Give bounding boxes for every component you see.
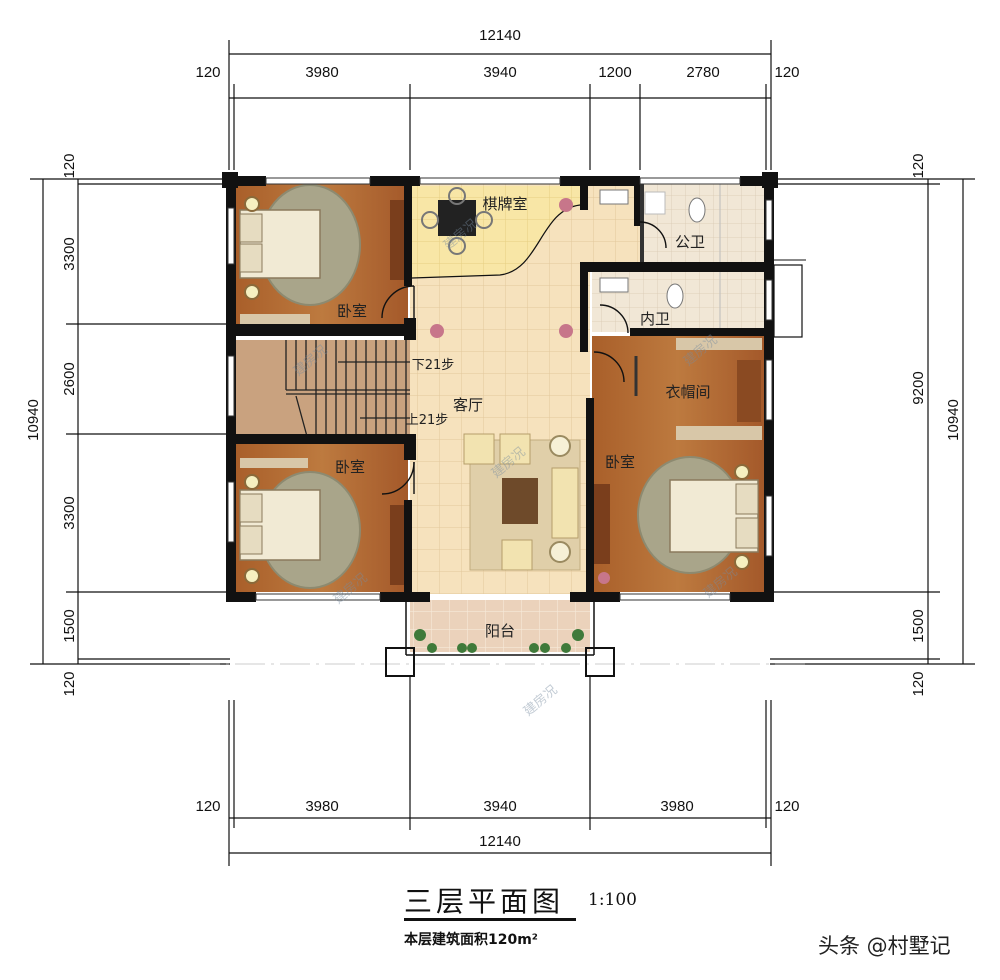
svg-text:3940: 3940 [483, 64, 516, 81]
svg-text:棋牌室: 棋牌室 [482, 195, 527, 213]
svg-text:1500: 1500 [910, 609, 927, 642]
drawing-scale: 1:100 [588, 890, 637, 910]
svg-text:10940: 10940 [945, 399, 962, 441]
svg-text:120: 120 [910, 153, 927, 178]
svg-text:2780: 2780 [686, 64, 719, 81]
title-underline [404, 918, 576, 921]
svg-text:内卫: 内卫 [640, 310, 670, 328]
svg-text:卧室: 卧室 [605, 453, 635, 471]
svg-text:衣帽间: 衣帽间 [665, 383, 710, 401]
floor-area-note: 本层建筑面积120m² [404, 932, 538, 948]
windows [227, 177, 773, 601]
svg-text:120: 120 [774, 798, 799, 815]
dimension-right-labels: 120 9200 1500 120 10940 [910, 153, 962, 696]
stair-treads [285, 340, 410, 441]
svg-text:120: 120 [910, 671, 927, 696]
svg-text:阳台: 阳台 [485, 622, 515, 640]
svg-text:卧室: 卧室 [337, 302, 367, 320]
svg-text:120: 120 [195, 64, 220, 81]
svg-text:3300: 3300 [61, 237, 78, 270]
svg-text:下21步: 下21步 [412, 358, 455, 373]
dimension-top [228, 40, 772, 170]
svg-text:客厅: 客厅 [453, 396, 483, 414]
balcony-structure [385, 600, 615, 790]
svg-text:1500: 1500 [61, 609, 78, 642]
svg-text:3980: 3980 [660, 798, 693, 815]
svg-text:12140: 12140 [479, 27, 521, 44]
svg-text:12140: 12140 [479, 833, 521, 850]
svg-text:上21步: 上21步 [406, 413, 449, 428]
svg-text:120: 120 [61, 153, 78, 178]
dimension-left-labels: 120 3300 2600 3300 1500 120 10940 [25, 153, 78, 696]
svg-text:公卫: 公卫 [675, 233, 705, 251]
svg-text:3300: 3300 [61, 496, 78, 529]
svg-text:2600: 2600 [61, 362, 78, 395]
svg-text:3940: 3940 [483, 798, 516, 815]
svg-text:卧室: 卧室 [335, 458, 365, 476]
dimension-bottom-labels: 120 3980 3940 3980 120 12140 [195, 798, 799, 850]
svg-text:120: 120 [195, 798, 220, 815]
dimension-left [30, 178, 230, 665]
svg-text:120: 120 [774, 64, 799, 81]
door-swings [381, 221, 667, 495]
svg-text:9200: 9200 [910, 371, 927, 404]
author-signature: 头条 @村墅记 [818, 934, 951, 958]
svg-text:10940: 10940 [25, 399, 42, 441]
svg-text:3980: 3980 [305, 64, 338, 81]
drawing-title: 三层平面图 [404, 885, 565, 918]
balcony-floor [410, 600, 590, 652]
room-labels: 卧室 卧室 卧室 棋牌室 公卫 内卫 衣帽间 客厅 阳台 下21步 上21步 [335, 195, 711, 640]
dimension-top-labels: 12140 120 3980 3940 1200 2780 120 [195, 27, 799, 81]
svg-text:120: 120 [61, 671, 78, 696]
svg-text:3980: 3980 [305, 798, 338, 815]
svg-text:1200: 1200 [598, 64, 631, 81]
balcony-plants [414, 629, 584, 653]
